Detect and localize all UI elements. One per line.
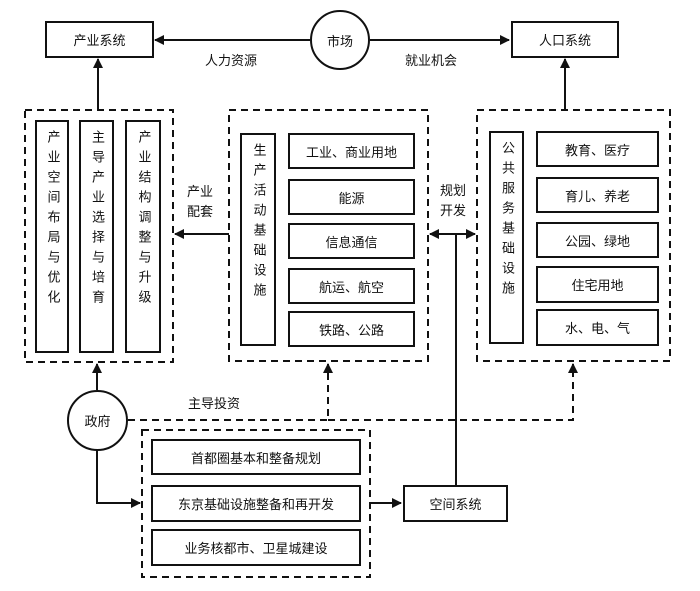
public-item: 教育、医疗 (536, 131, 659, 167)
spatial-system-label: 空间系统 (429, 498, 482, 513)
industry-system-label: 产业系统 (73, 34, 126, 49)
public-item-label: 住宅用地 (571, 279, 624, 294)
production-infra-title: 生产活动基础设施 (250, 143, 266, 303)
industry-column-selection: 主导产业选择与培育 (79, 120, 114, 353)
production-item: 信息通信 (288, 223, 415, 259)
government-program-item: 东京基础设施整备和再开发 (151, 485, 361, 522)
human-resources-label: 人力资源 (205, 54, 258, 69)
public-infra-group-border (476, 109, 671, 362)
government-program-label: 东京基础设施整备和再开发 (177, 498, 334, 513)
employment-label: 就业机会 (405, 54, 458, 69)
production-item: 能源 (288, 179, 415, 215)
production-item: 铁路、公路 (288, 311, 415, 347)
market-label: 市场 (326, 34, 353, 50)
production-item: 工业、商业用地 (288, 133, 415, 169)
government-program-label: 首都圈基本和整备规划 (190, 451, 321, 467)
population-system-box: 人口系统 (511, 21, 619, 58)
production-item-label: 铁路、公路 (318, 323, 384, 339)
production-item-label: 工业、商业用地 (305, 145, 397, 161)
government-program-item: 首都圈基本和整备规划 (151, 439, 361, 475)
public-infra-title: 公共服务基础设施 (499, 141, 514, 301)
government-program-label: 业务核都市、卫星城建设 (184, 542, 328, 557)
production-item: 航运、航空 (288, 268, 415, 304)
public-item-label: 教育、医疗 (564, 143, 630, 159)
industry-support-label: 产业配套 (186, 185, 213, 220)
government-program-item: 业务核都市、卫星城建设 (151, 529, 361, 566)
market-node: 市场 (310, 10, 370, 70)
government-label: 政府 (84, 415, 111, 430)
industry-system-box: 产业系统 (45, 21, 154, 58)
public-item-label: 育儿、养老 (564, 189, 630, 205)
production-item-label: 信息通信 (325, 235, 378, 251)
dashed-lead-investment (128, 363, 333, 421)
industry-column-layout-text: 产业空间布局与优化 (44, 130, 60, 310)
government-node: 政府 (67, 390, 128, 451)
spatial-system-box: 空间系统 (403, 485, 508, 522)
industry-column-restructure-text: 产业结构调整与升级 (135, 130, 151, 310)
public-item: 水、电、气 (536, 309, 659, 346)
population-system-label: 人口系统 (538, 34, 591, 49)
public-infra-title-box: 公共服务基础设施 (489, 131, 524, 344)
public-item: 住宅用地 (536, 266, 659, 303)
dashed-lead-investment-right (328, 363, 578, 421)
public-item-label: 水、电、气 (564, 322, 630, 337)
arrow-government-to-programs (96, 450, 141, 508)
industry-column-layout: 产业空间布局与优化 (35, 120, 69, 353)
public-item: 育儿、养老 (536, 177, 659, 213)
industry-column-selection-text: 主导产业选择与培育 (89, 130, 104, 310)
production-infra-group-border (228, 109, 429, 362)
production-infra-title-box: 生产活动基础设施 (240, 133, 276, 346)
lead-investment-label: 主导投资 (188, 397, 241, 412)
production-item-label: 航运、航空 (318, 280, 384, 296)
planning-development-label: 规划开发 (439, 184, 466, 219)
public-item-label: 公园、绿地 (564, 234, 630, 250)
production-item-label: 能源 (338, 191, 365, 207)
public-item: 公园、绿地 (536, 222, 659, 258)
industry-column-restructure: 产业结构调整与升级 (125, 120, 161, 353)
